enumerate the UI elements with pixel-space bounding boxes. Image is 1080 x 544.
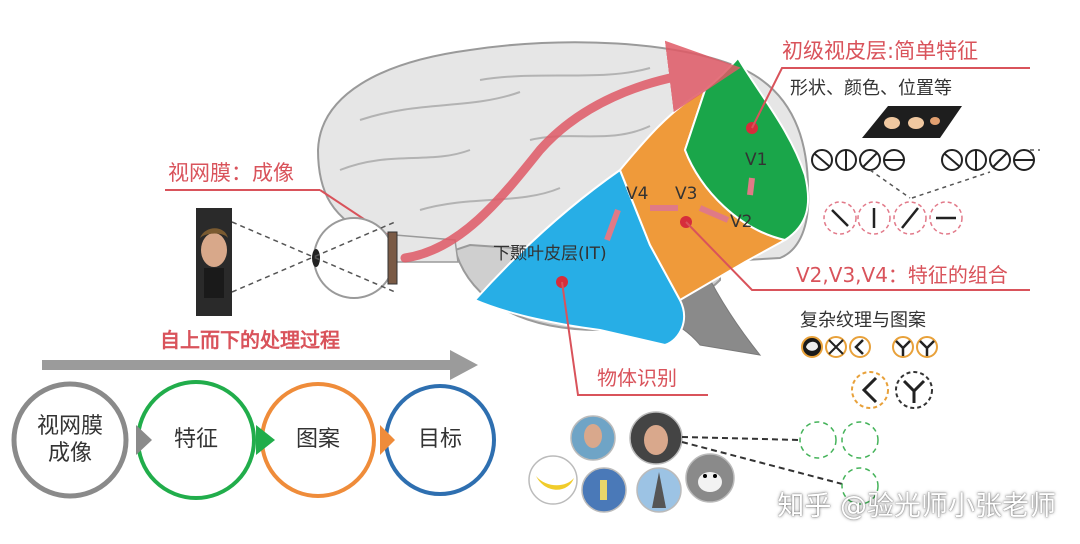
complex-pattern-label: 复杂纹理与图案 <box>800 310 926 331</box>
v1-label: V1 <box>745 150 768 170</box>
v3-leader-line <box>685 221 1030 291</box>
simple-feature-detectors <box>811 149 1035 171</box>
pipeline-arrow-orange <box>380 425 395 455</box>
pink-feature-strokes <box>831 207 956 229</box>
object-dashed-links <box>681 436 851 487</box>
it-leader-line <box>561 281 708 396</box>
brain-sulcus <box>339 149 471 171</box>
v2-label: V2 <box>730 212 753 232</box>
eye <box>231 217 398 299</box>
primary-stimulus-photo <box>862 106 962 138</box>
it-label: 下颞叶皮层(IT) <box>493 244 607 264</box>
face-photo <box>196 208 232 316</box>
pipeline-arrow-gray <box>136 425 152 455</box>
retina-image <box>387 231 398 285</box>
area-it <box>473 168 685 347</box>
pipeline <box>11 380 496 500</box>
eye-projection-line <box>231 221 396 293</box>
feature-convergence-lines <box>869 149 1040 199</box>
v1-leader-line <box>751 67 1030 129</box>
photo-banana <box>528 455 578 505</box>
it-v4-link <box>604 208 621 242</box>
pipeline-stage-retina: 视网膜 成像 <box>36 413 103 467</box>
pipeline-stage-feature: 特征 <box>173 427 218 453</box>
brain-sulcus <box>529 125 651 141</box>
topdown-arrow-bar <box>42 360 452 370</box>
v3-label: V3 <box>675 184 698 204</box>
v4-label: V4 <box>626 184 649 204</box>
watermark: 知乎 @验光师小张老师 <box>777 491 1056 522</box>
brain-sulcus <box>359 91 521 121</box>
primary-cortex-subtitle: 形状、颜色、位置等 <box>790 78 952 99</box>
primary-cortex-title: 初级视皮层:简单特征 <box>782 39 979 63</box>
object-recognition-label: 物体识别 <box>597 366 677 390</box>
topdown-process-label: 自上而下的处理过程 <box>160 328 340 352</box>
complex-pattern-icons <box>801 336 938 409</box>
v3-v2-link <box>698 205 730 223</box>
eye-projection-line <box>231 221 396 293</box>
object-photos <box>528 411 735 513</box>
retina-label: 视网膜：成像 <box>168 161 294 185</box>
object-target-circles <box>799 421 879 505</box>
pipeline-arrow-green <box>256 425 275 455</box>
topdown-arrow-head <box>450 350 478 380</box>
v2-v1-link <box>747 177 755 196</box>
pathway-arrow <box>400 40 741 263</box>
pipeline-stage-target: 目标 <box>417 427 462 453</box>
feature-combination-label: V2,V3,V4：特征的组合 <box>796 263 1008 287</box>
brain-sulcus <box>479 67 651 81</box>
pipeline-stage-pattern: 图案 <box>295 427 340 453</box>
pipeline-circle-retina <box>11 381 129 499</box>
